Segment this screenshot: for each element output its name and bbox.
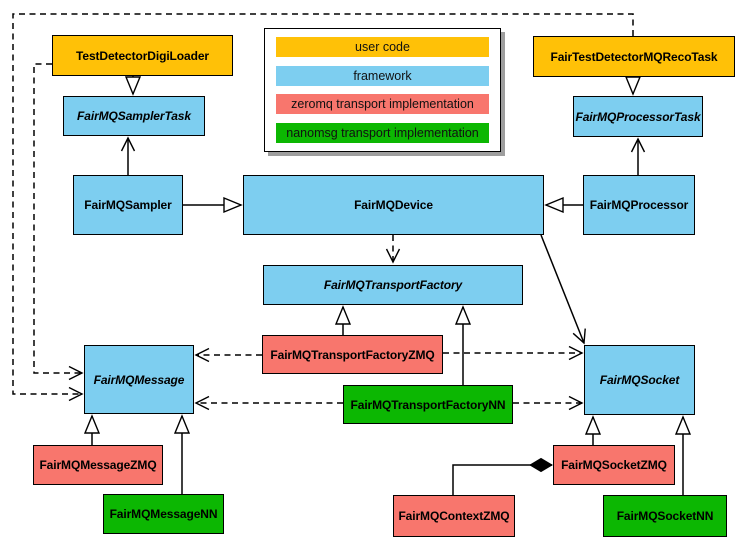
legend-label: user code bbox=[355, 40, 410, 54]
node-fairmqsamplertask: FairMQSamplerTask bbox=[63, 96, 205, 136]
edge-digiloader-message-dependency bbox=[33, 63, 84, 381]
legend-label: framework bbox=[353, 68, 412, 83]
node-fairmqmessagezmq: FairMQMessageZMQ bbox=[33, 445, 163, 485]
legend-item-user-code: user code bbox=[276, 37, 489, 57]
node-fairmqsocketzmq: FairMQSocketZMQ bbox=[553, 445, 675, 485]
node-fairmqsocketnn: FairMQSocketNN bbox=[603, 495, 727, 537]
node-fairmqprocessortask: FairMQProcessorTask bbox=[573, 96, 703, 137]
edge-recotask-message-dependency bbox=[12, 13, 634, 402]
legend-label: zeromq transport implementation bbox=[291, 97, 474, 112]
node-fairtestdetectormqrecotask: FairTestDetectorMQRecoTask bbox=[533, 36, 735, 77]
node-fairmqcontextzmq: FairMQContextZMQ bbox=[393, 495, 515, 537]
edge-contextzmq-socketzmq-composition bbox=[452, 457, 553, 495]
node-fairmqmessage: FairMQMessage bbox=[84, 345, 194, 414]
node-fairmqtransportfactoryzmq: FairMQTransportFactoryZMQ bbox=[262, 335, 443, 374]
legend-item-framework: framework bbox=[276, 65, 489, 86]
legend-label: nanomsg transport implementation bbox=[286, 125, 479, 140]
legend-item-nanomsg: nanomsg transport implementation bbox=[276, 122, 489, 143]
node-fairmqtransportfactorynn: FairMQTransportFactoryNN bbox=[343, 385, 513, 424]
node-fairmqdevice: FairMQDevice bbox=[243, 175, 544, 235]
node-fairmqprocessor: FairMQProcessor bbox=[583, 175, 695, 235]
node-fairmqsampler: FairMQSampler bbox=[73, 175, 183, 235]
node-fairmqmessagenn: FairMQMessageNN bbox=[103, 494, 224, 534]
legend-item-zeromq: zeromq transport implementation bbox=[276, 94, 489, 115]
node-testdetectordigiloader: TestDetectorDigiLoader bbox=[52, 35, 233, 76]
edge-device-socket-association bbox=[540, 234, 586, 345]
legend: user code framework zeromq transport imp… bbox=[264, 28, 501, 152]
node-fairmqsocket: FairMQSocket bbox=[584, 345, 695, 415]
node-fairmqtransportfactory: FairMQTransportFactory bbox=[263, 265, 523, 305]
